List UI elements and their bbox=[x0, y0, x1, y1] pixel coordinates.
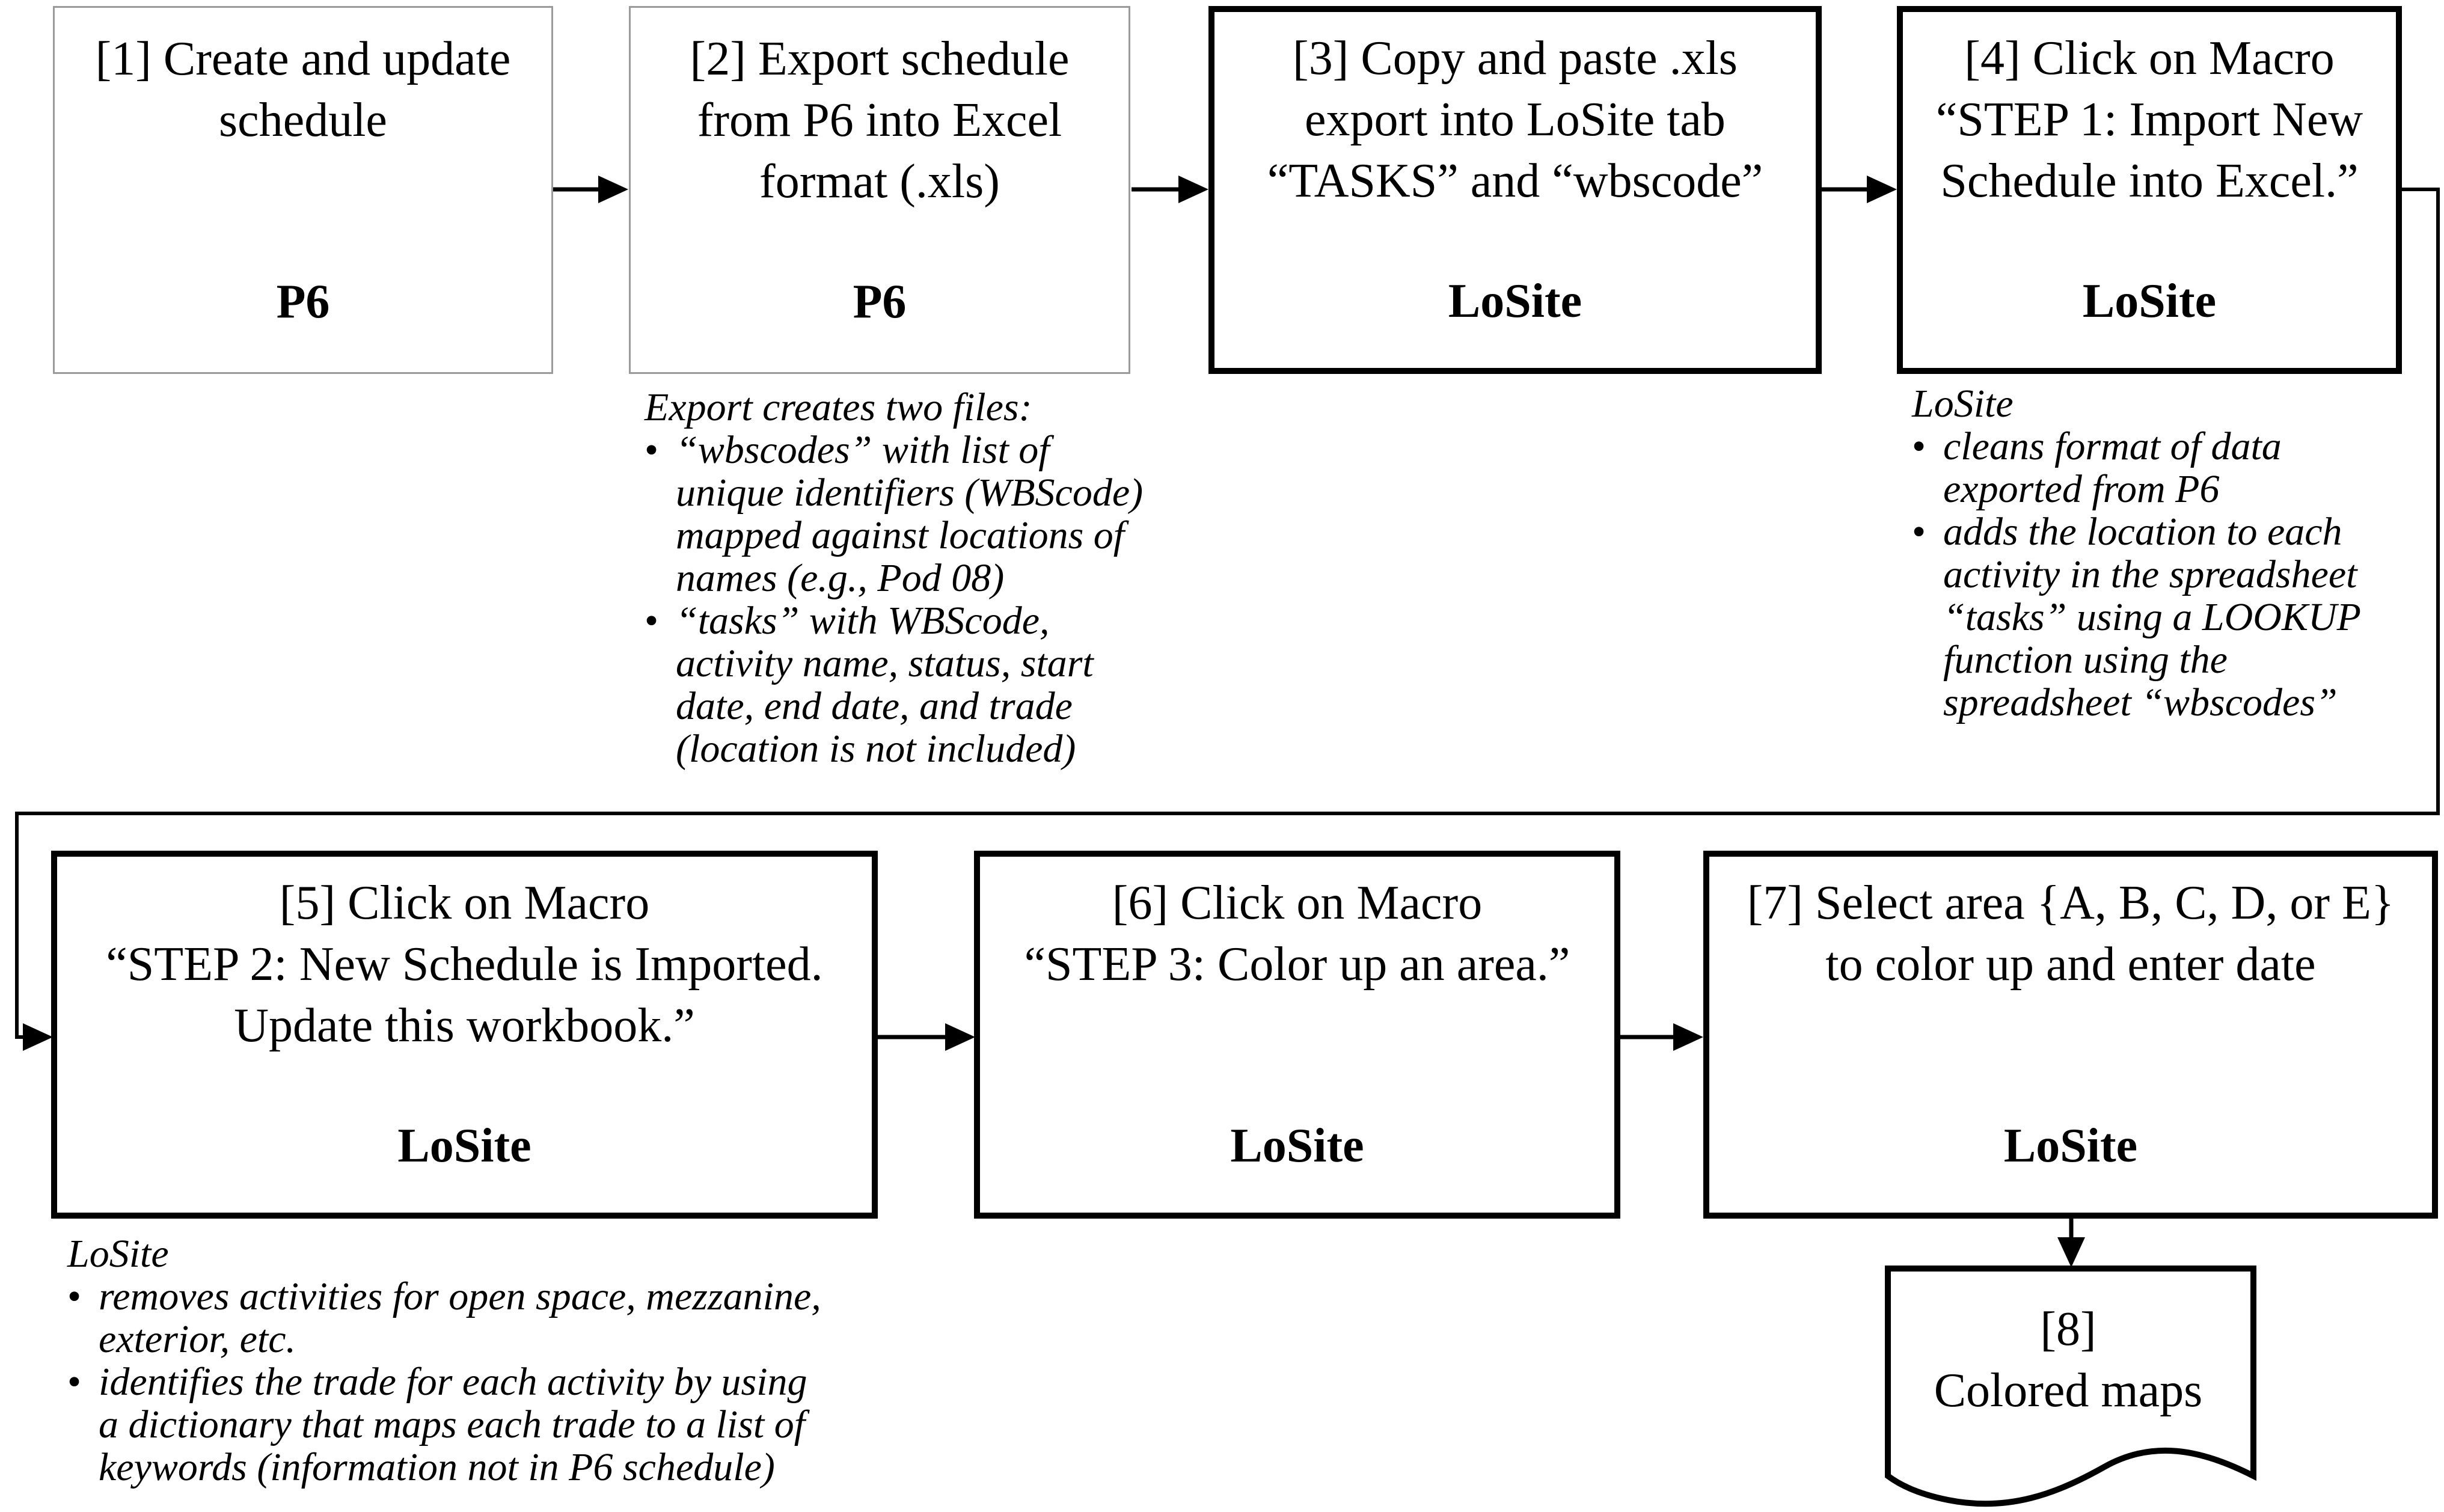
bullet-icon: • bbox=[67, 1275, 82, 1318]
step-4-tool: LoSite bbox=[2082, 275, 2217, 328]
step-5-note-bullet: • identifies the trade for each activity… bbox=[67, 1360, 969, 1489]
step-5-note-heading: LoSite bbox=[67, 1232, 169, 1276]
step-2-title-line: [2] Export schedule bbox=[690, 32, 1070, 85]
note-line: keywords (information not in P6 schedule… bbox=[99, 1445, 775, 1489]
note-line: exported from P6 bbox=[1943, 467, 2220, 511]
note-line: adds the location to each bbox=[1943, 510, 2342, 554]
note-line: cleans format of data bbox=[1943, 424, 2282, 468]
step-1-box: [1] Create and update schedule P6 bbox=[53, 6, 553, 374]
step-3-box: [3] Copy and paste .xls export into LoSi… bbox=[1208, 6, 1822, 374]
step-3-title-line: “TASKS” and “wbscode” bbox=[1267, 155, 1763, 207]
step-3-title-line: export into LoSite tab bbox=[1305, 93, 1726, 146]
step-2-note-bullet: • “tasks” with WBScode, activity name, s… bbox=[645, 599, 1186, 770]
step-2-tool: P6 bbox=[853, 275, 907, 328]
note-line: names (e.g., Pod 08) bbox=[676, 556, 1005, 600]
note-line: activity in the spreadsheet bbox=[1943, 552, 2357, 596]
note-line: exterior, etc. bbox=[99, 1317, 296, 1361]
step-5-box: [5] Click on Macro “STEP 2: New Schedule… bbox=[51, 851, 878, 1219]
step-1-title-line: schedule bbox=[219, 94, 387, 147]
step-4-title-line: [4] Click on Macro bbox=[1964, 32, 2335, 85]
arrow-4-to-5 bbox=[15, 188, 2440, 1051]
step-2-title-line: from P6 into Excel bbox=[697, 94, 1062, 147]
step-6-title-line: [6] Click on Macro bbox=[1112, 877, 1483, 929]
step-7-tool: LoSite bbox=[2003, 1119, 2138, 1172]
step-4-note-bullet: • adds the location to each activity in … bbox=[1912, 510, 2429, 724]
step-2-note-bullet: • “wbscodes” with list of unique identif… bbox=[645, 429, 1186, 599]
step-2-title-line: format (.xls) bbox=[759, 155, 1000, 208]
step-3-title-line: [3] Copy and paste .xls bbox=[1293, 32, 1738, 85]
bullet-icon: • bbox=[1912, 424, 1926, 468]
step-7-title: [7] Select area {A, B, C, D, or E} to co… bbox=[1709, 872, 2432, 995]
output-colored-maps: [8] Colored maps bbox=[1882, 1299, 2255, 1421]
note-line: (location is not included) bbox=[676, 727, 1076, 771]
step-5-note: LoSite • removes activities for open spa… bbox=[67, 1232, 969, 1489]
step-1-title: [1] Create and update schedule bbox=[55, 28, 551, 151]
step-5-title-line: Update this workbook.” bbox=[234, 999, 695, 1052]
note-line: unique identifiers (WBScode) bbox=[676, 471, 1144, 515]
step-5-tool: LoSite bbox=[397, 1119, 531, 1172]
step-4-note-heading: LoSite bbox=[1912, 382, 2014, 426]
note-line: “wbscodes” with list of bbox=[676, 428, 1050, 472]
step-4-note: LoSite • cleans format of data exported … bbox=[1912, 382, 2429, 724]
step-1-title-line: [1] Create and update bbox=[95, 32, 511, 85]
note-line: “tasks” with WBScode, bbox=[676, 599, 1050, 643]
step-4-title-line: “STEP 1: Import New bbox=[1935, 93, 2363, 146]
step-5-note-bullet: • removes activities for open space, mez… bbox=[67, 1275, 969, 1360]
document-shape bbox=[1885, 1266, 2256, 1507]
bullet-icon: • bbox=[645, 428, 659, 472]
output-title-line: Colored maps bbox=[1934, 1364, 2203, 1417]
note-line: activity name, status, start bbox=[676, 641, 1094, 685]
step-7-box: [7] Select area {A, B, C, D, or E} to co… bbox=[1703, 851, 2438, 1219]
note-line: date, end date, and trade bbox=[676, 684, 1073, 728]
step-4-box: [4] Click on Macro “STEP 1: Import New S… bbox=[1897, 6, 2402, 374]
note-line: spreadsheet “wbscodes” bbox=[1943, 681, 2338, 724]
step-7-title-line: to color up and enter date bbox=[1825, 938, 2316, 991]
bullet-icon: • bbox=[67, 1360, 82, 1404]
note-line: a dictionary that maps each trade to a l… bbox=[99, 1403, 806, 1446]
output-title-line: [8] bbox=[2040, 1303, 2096, 1356]
step-4-title-line: Schedule into Excel.” bbox=[1940, 155, 2359, 207]
step-5-title-line: “STEP 2: New Schedule is Imported. bbox=[106, 938, 823, 991]
note-line: mapped against locations of bbox=[676, 513, 1125, 557]
step-6-box: [6] Click on Macro “STEP 3: Color up an … bbox=[974, 851, 1620, 1219]
step-3-tool: LoSite bbox=[1448, 275, 1582, 328]
bullet-icon: • bbox=[645, 599, 659, 643]
step-3-title: [3] Copy and paste .xls export into LoSi… bbox=[1214, 28, 1816, 212]
step-5-title-line: [5] Click on Macro bbox=[279, 877, 650, 929]
note-line: removes activities for open space, mezza… bbox=[99, 1275, 821, 1318]
arrow-2-to-3 bbox=[1132, 176, 1208, 203]
step-2-title: [2] Export schedule from P6 into Excel f… bbox=[631, 28, 1129, 212]
step-6-title: [6] Click on Macro “STEP 3: Color up an … bbox=[980, 872, 1614, 995]
arrow-7-to-8 bbox=[2057, 1219, 2085, 1267]
arrow-3-to-4 bbox=[1821, 176, 1897, 203]
note-line: function using the bbox=[1943, 638, 2228, 682]
step-5-title: [5] Click on Macro “STEP 2: New Schedule… bbox=[57, 872, 872, 1056]
step-6-tool: LoSite bbox=[1230, 1119, 1364, 1172]
step-2-note: Export creates two files: • “wbscodes” w… bbox=[645, 386, 1186, 770]
note-line: “tasks” using a LOOKUP bbox=[1943, 595, 2361, 639]
step-2-box: [2] Export schedule from P6 into Excel f… bbox=[629, 6, 1130, 374]
note-line: identifies the trade for each activity b… bbox=[99, 1360, 807, 1404]
arrow-1-to-2 bbox=[552, 176, 628, 203]
step-2-note-heading: Export creates two files: bbox=[645, 385, 1032, 429]
arrow-5-to-6 bbox=[878, 1023, 975, 1051]
step-7-title-line: [7] Select area {A, B, C, D, or E} bbox=[1747, 877, 2395, 929]
bullet-icon: • bbox=[1912, 510, 1926, 554]
step-6-title-line: “STEP 3: Color up an area.” bbox=[1024, 938, 1570, 991]
arrow-6-to-7 bbox=[1620, 1023, 1703, 1051]
step-4-note-bullet: • cleans format of data exported from P6 bbox=[1912, 425, 2429, 510]
step-4-title: [4] Click on Macro “STEP 1: Import New S… bbox=[1903, 28, 2396, 212]
step-1-tool: P6 bbox=[276, 275, 330, 328]
